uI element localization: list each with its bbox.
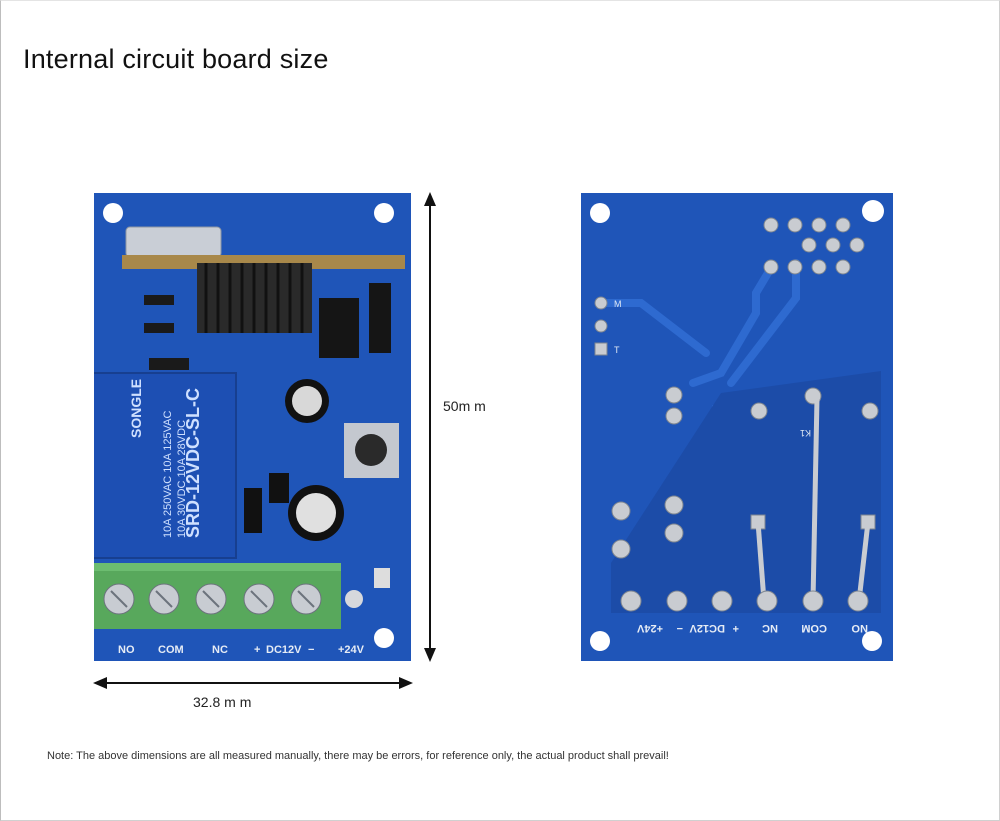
width-dimension-label: 32.8 m m bbox=[193, 694, 252, 710]
relay-rating-1: 10A 250VAC 10A 125VAC bbox=[162, 411, 174, 538]
height-dimension-label: 50m m bbox=[443, 398, 486, 414]
back-label-nc: NC bbox=[762, 622, 778, 634]
back-label-dc12v: DC12V bbox=[689, 622, 725, 634]
front-label-com: COM bbox=[158, 644, 184, 656]
back-board-image: K1 M T +24V − DC12V + NC COM NO bbox=[581, 193, 893, 661]
front-label-nc: NC bbox=[212, 644, 228, 656]
front-label-dc12v: DC12V bbox=[266, 644, 302, 656]
disclaimer-note: Note: The above dimensions are all measu… bbox=[47, 750, 669, 762]
back-label-k1: K1 bbox=[800, 428, 811, 438]
back-label-m: M bbox=[614, 299, 622, 309]
back-label-24v: +24V bbox=[636, 622, 663, 634]
relay-model-text: SRD-12VDC-SL-C bbox=[183, 388, 203, 538]
front-label-no: NO bbox=[118, 644, 135, 656]
front-board-image: SRD-12VDC-SL-C 10A 250VAC 10A 125VAC 10A… bbox=[94, 193, 411, 661]
relay-rating-2: 10A 30VDC 10A 28VDC bbox=[176, 420, 188, 538]
back-label-plus: + bbox=[733, 622, 739, 634]
back-label-minus: − bbox=[677, 622, 683, 634]
width-dimension-arrow bbox=[93, 677, 413, 689]
back-label-no: NO bbox=[851, 622, 868, 634]
page-title: Internal circuit board size bbox=[23, 44, 329, 74]
back-label-com: COM bbox=[801, 622, 827, 634]
back-label-t: T bbox=[614, 345, 620, 355]
height-dimension-arrow bbox=[424, 192, 436, 662]
front-label-24v: +24V bbox=[338, 644, 365, 656]
front-label-minus: − bbox=[308, 644, 314, 656]
relay-brand-text: SONGLE bbox=[128, 379, 144, 438]
front-label-plus: + bbox=[254, 644, 260, 656]
